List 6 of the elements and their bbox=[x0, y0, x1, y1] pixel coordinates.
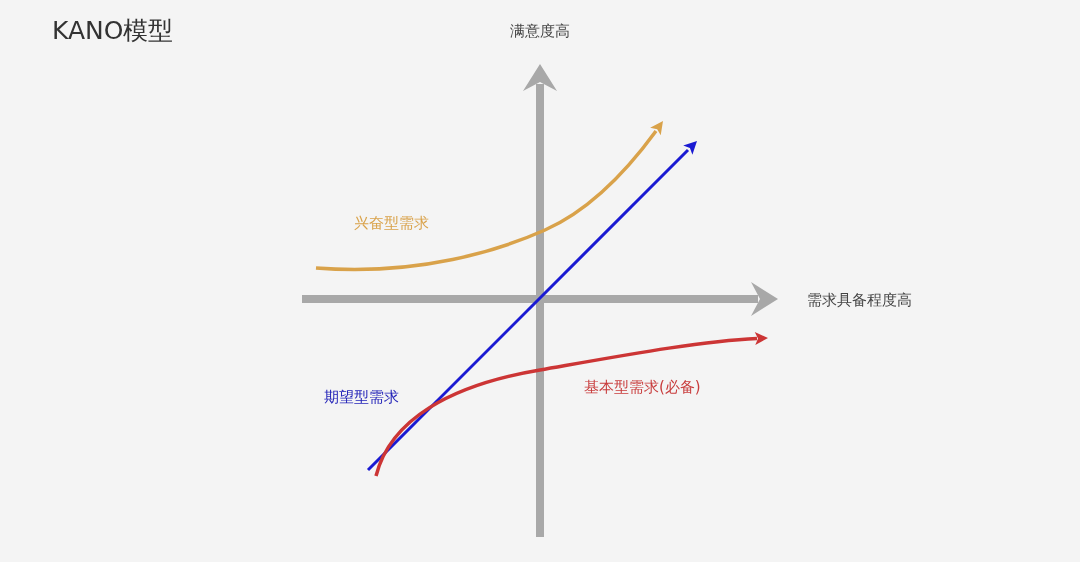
diagram-title: KANO模型 bbox=[52, 16, 174, 46]
axis-label: 满意度高 bbox=[510, 22, 570, 40]
curve-label: 兴奋型需求 bbox=[354, 214, 429, 232]
line-label: 期望型需求 bbox=[324, 388, 399, 406]
curve-label: 基本型需求(必备) bbox=[584, 378, 701, 396]
axis-label: 需求具备程度高 bbox=[807, 291, 912, 309]
